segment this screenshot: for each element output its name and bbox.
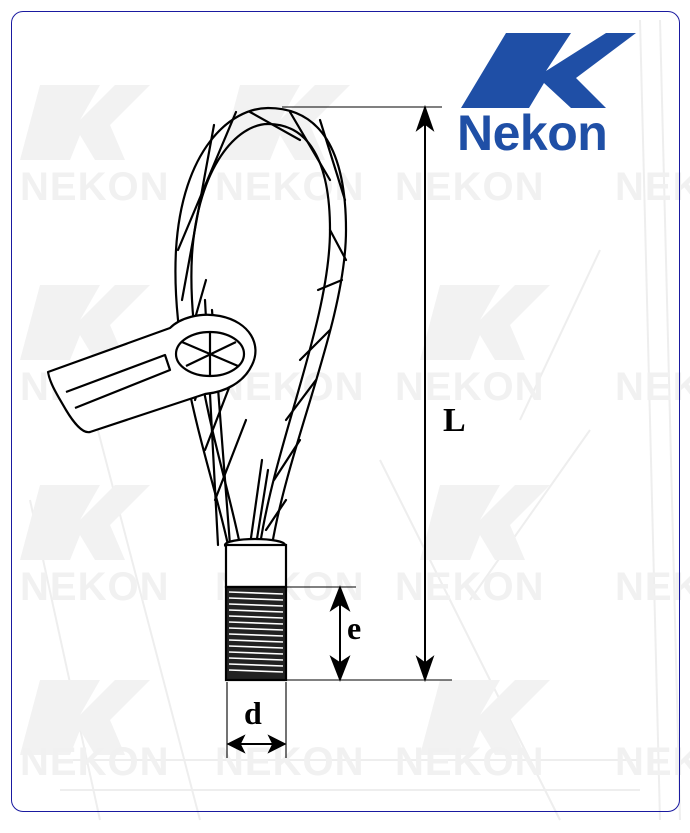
content-frame	[11, 11, 680, 812]
watermark-text: NEKON	[615, 740, 690, 784]
watermark-text: NEKON	[615, 365, 690, 409]
watermark-text: NEKON	[20, 165, 170, 209]
watermark-text: NEKON	[20, 565, 170, 609]
brand-name: Nekon	[457, 105, 608, 161]
dimension-label-L: L	[443, 402, 466, 439]
dimension-label-e: e	[347, 610, 362, 646]
watermark-text: NEKON	[395, 565, 545, 609]
nekon-logo-icon	[461, 33, 636, 108]
watermark-text: NEKON	[395, 165, 545, 209]
watermark-text: NEKON	[20, 740, 170, 784]
watermark-text: NEKON	[395, 365, 545, 409]
watermark-text: NEKON	[615, 165, 690, 209]
watermark-text: NEKON	[615, 565, 690, 609]
watermark-text: NEKON	[395, 740, 545, 784]
dimension-label-d: d	[244, 695, 262, 731]
watermark-text: NEKON	[215, 165, 365, 209]
